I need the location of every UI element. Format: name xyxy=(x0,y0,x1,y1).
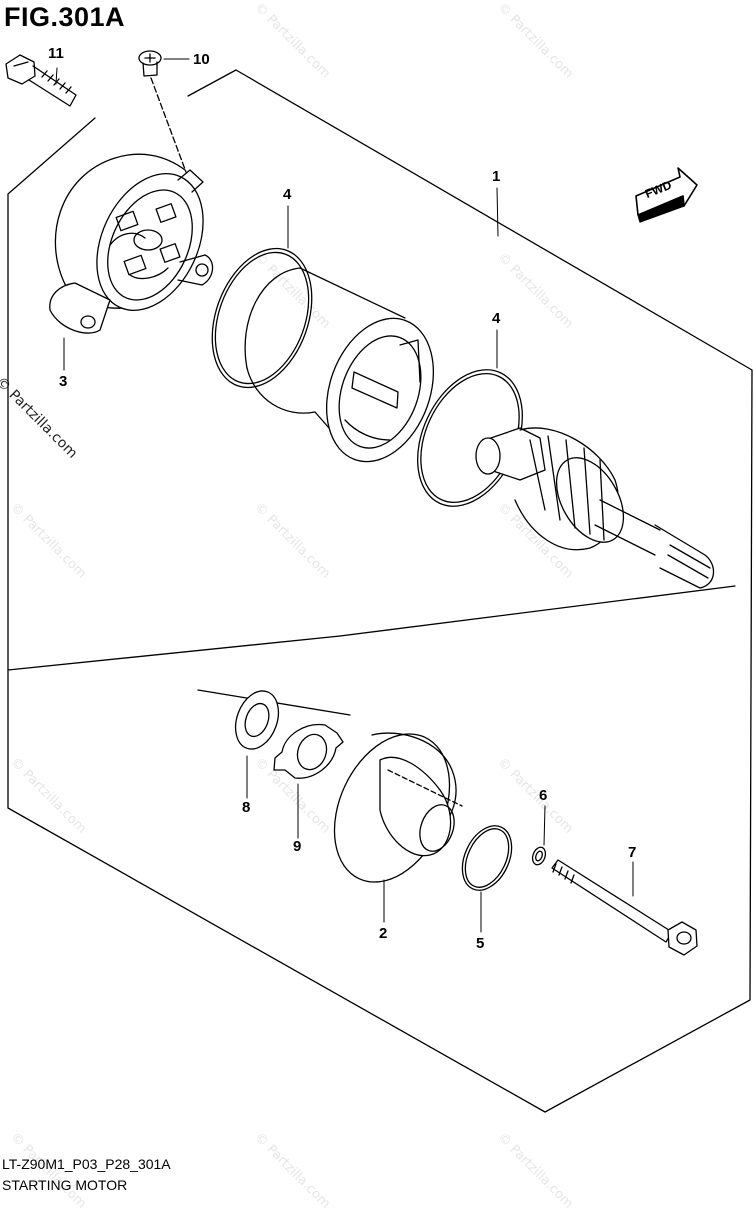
screw-part-10 xyxy=(138,50,187,173)
callout-3: 3 xyxy=(59,373,68,390)
callout-10: 10 xyxy=(193,51,210,68)
washer-part-6 xyxy=(531,846,547,866)
diagram-code: LT-Z90M1_P03_P28_301A xyxy=(2,1156,171,1172)
bolt-part-11 xyxy=(5,54,77,107)
callout-2: 2 xyxy=(379,925,388,942)
o-ring-part-4-upper xyxy=(211,247,313,389)
leader-lines xyxy=(55,58,634,933)
lock-washer-part-9 xyxy=(273,723,344,779)
front-housing-part-2 xyxy=(333,732,463,883)
figure-title: FIG.301A xyxy=(4,2,126,32)
long-bolt-part-7 xyxy=(551,859,698,956)
callout-4-upper: 4 xyxy=(283,186,292,203)
callout-7: 7 xyxy=(628,844,637,861)
rear-housing-part-3 xyxy=(49,153,214,334)
assembly-outline-split-top xyxy=(339,585,736,637)
callout-11: 11 xyxy=(48,45,64,62)
motor-yoke xyxy=(244,267,435,463)
assembly-outline xyxy=(7,69,753,1113)
callout-5: 5 xyxy=(476,935,485,952)
callout-6: 6 xyxy=(539,787,548,804)
armature-part-1 xyxy=(475,427,715,589)
diagram-caption: STARTING MOTOR xyxy=(2,1177,128,1193)
o-ring-part-5 xyxy=(461,825,513,891)
callout-8: 8 xyxy=(242,799,251,816)
assembly-outline-split-top2 xyxy=(7,635,341,671)
callout-4-lower: 4 xyxy=(492,310,501,327)
fwd-arrow-icon xyxy=(635,167,698,223)
callout-9: 9 xyxy=(293,838,302,855)
callout-1: 1 xyxy=(492,168,501,185)
washer-part-8 xyxy=(234,690,280,750)
